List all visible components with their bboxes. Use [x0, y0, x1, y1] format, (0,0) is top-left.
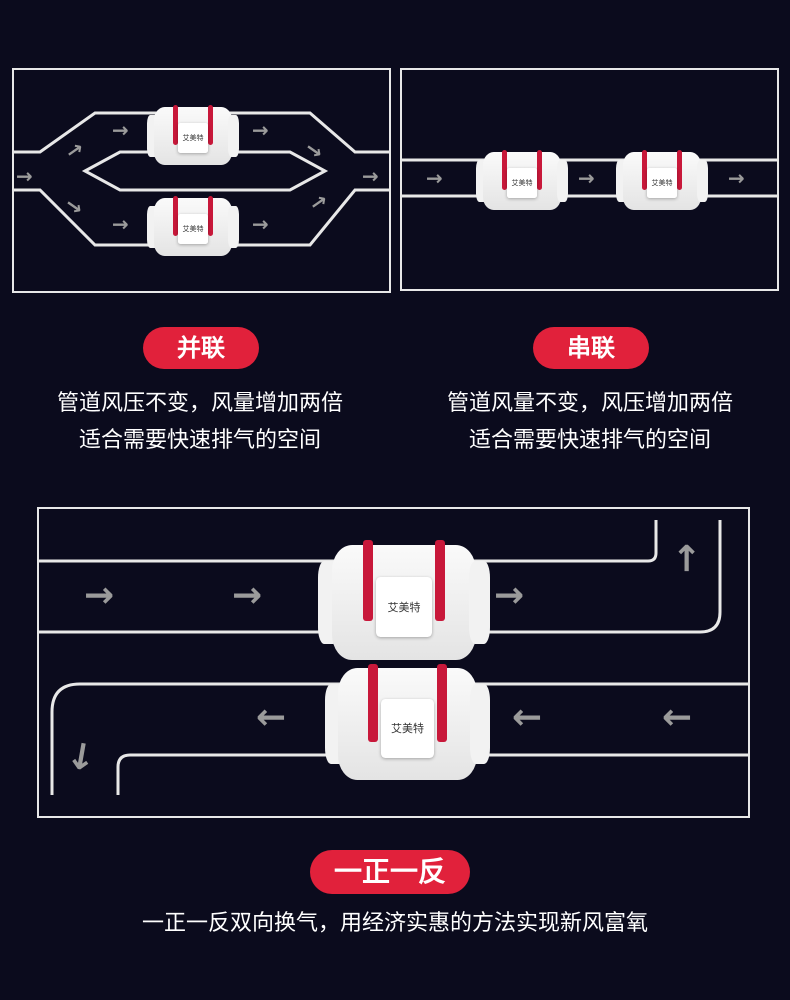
brand-logo: 艾美特: [376, 577, 432, 637]
parallel-diagram-frame: [12, 68, 391, 293]
arrow-icon: →: [666, 542, 708, 574]
arrow-icon: →: [252, 118, 269, 142]
arrow-icon: →: [232, 575, 263, 616]
series-label: 串联: [533, 327, 649, 369]
inline-duct-fan: 艾美特: [325, 663, 490, 780]
parallel-description-2: 适合需要快速排气的空间: [78, 428, 321, 453]
series-description-1: 管道风量不变，风压增加两倍: [446, 391, 733, 416]
push-pull-label: 一正一反: [310, 850, 470, 894]
arrow-icon: →: [58, 737, 105, 775]
inline-duct-fan: 艾美特: [147, 104, 239, 165]
parallel-description-1: 管道风压不变，风量增加两倍: [56, 391, 343, 416]
inline-duct-fan: 艾美特: [476, 149, 568, 210]
inline-duct-fan: 艾美特: [318, 540, 490, 660]
arrow-icon: →: [578, 166, 595, 190]
brand-logo: 艾美特: [507, 168, 537, 199]
inline-duct-fan: 艾美特: [616, 149, 708, 210]
arrow-icon: →: [16, 164, 33, 188]
arrow-icon: →: [252, 212, 269, 236]
push-pull-description: 一正一反双向换气，用经济实惠的方法实现新风富氧: [141, 911, 648, 936]
arrow-icon: →: [728, 166, 745, 190]
arrow-icon: →: [112, 212, 129, 236]
brand-logo: 艾美特: [647, 168, 677, 199]
brand-logo: 艾美特: [178, 123, 208, 154]
arrow-icon: →: [112, 118, 129, 142]
arrow-left-icon: ←: [662, 697, 693, 738]
brand-logo: 艾美特: [381, 699, 434, 758]
series-diagram-frame: [400, 68, 779, 291]
arrow-icon: →: [84, 575, 115, 616]
arrow-left-icon: ←: [512, 697, 543, 738]
series-description-2: 适合需要快速排气的空间: [468, 428, 711, 453]
inline-duct-fan: 艾美特: [147, 195, 239, 256]
arrow-left-icon: ←: [256, 697, 287, 738]
brand-logo: 艾美特: [178, 214, 208, 245]
arrow-icon: →: [426, 166, 443, 190]
arrow-icon: →: [362, 164, 379, 188]
parallel-label: 并联: [143, 327, 259, 369]
arrow-icon: →: [494, 575, 525, 616]
push-pull-diagram-frame: [37, 507, 750, 818]
